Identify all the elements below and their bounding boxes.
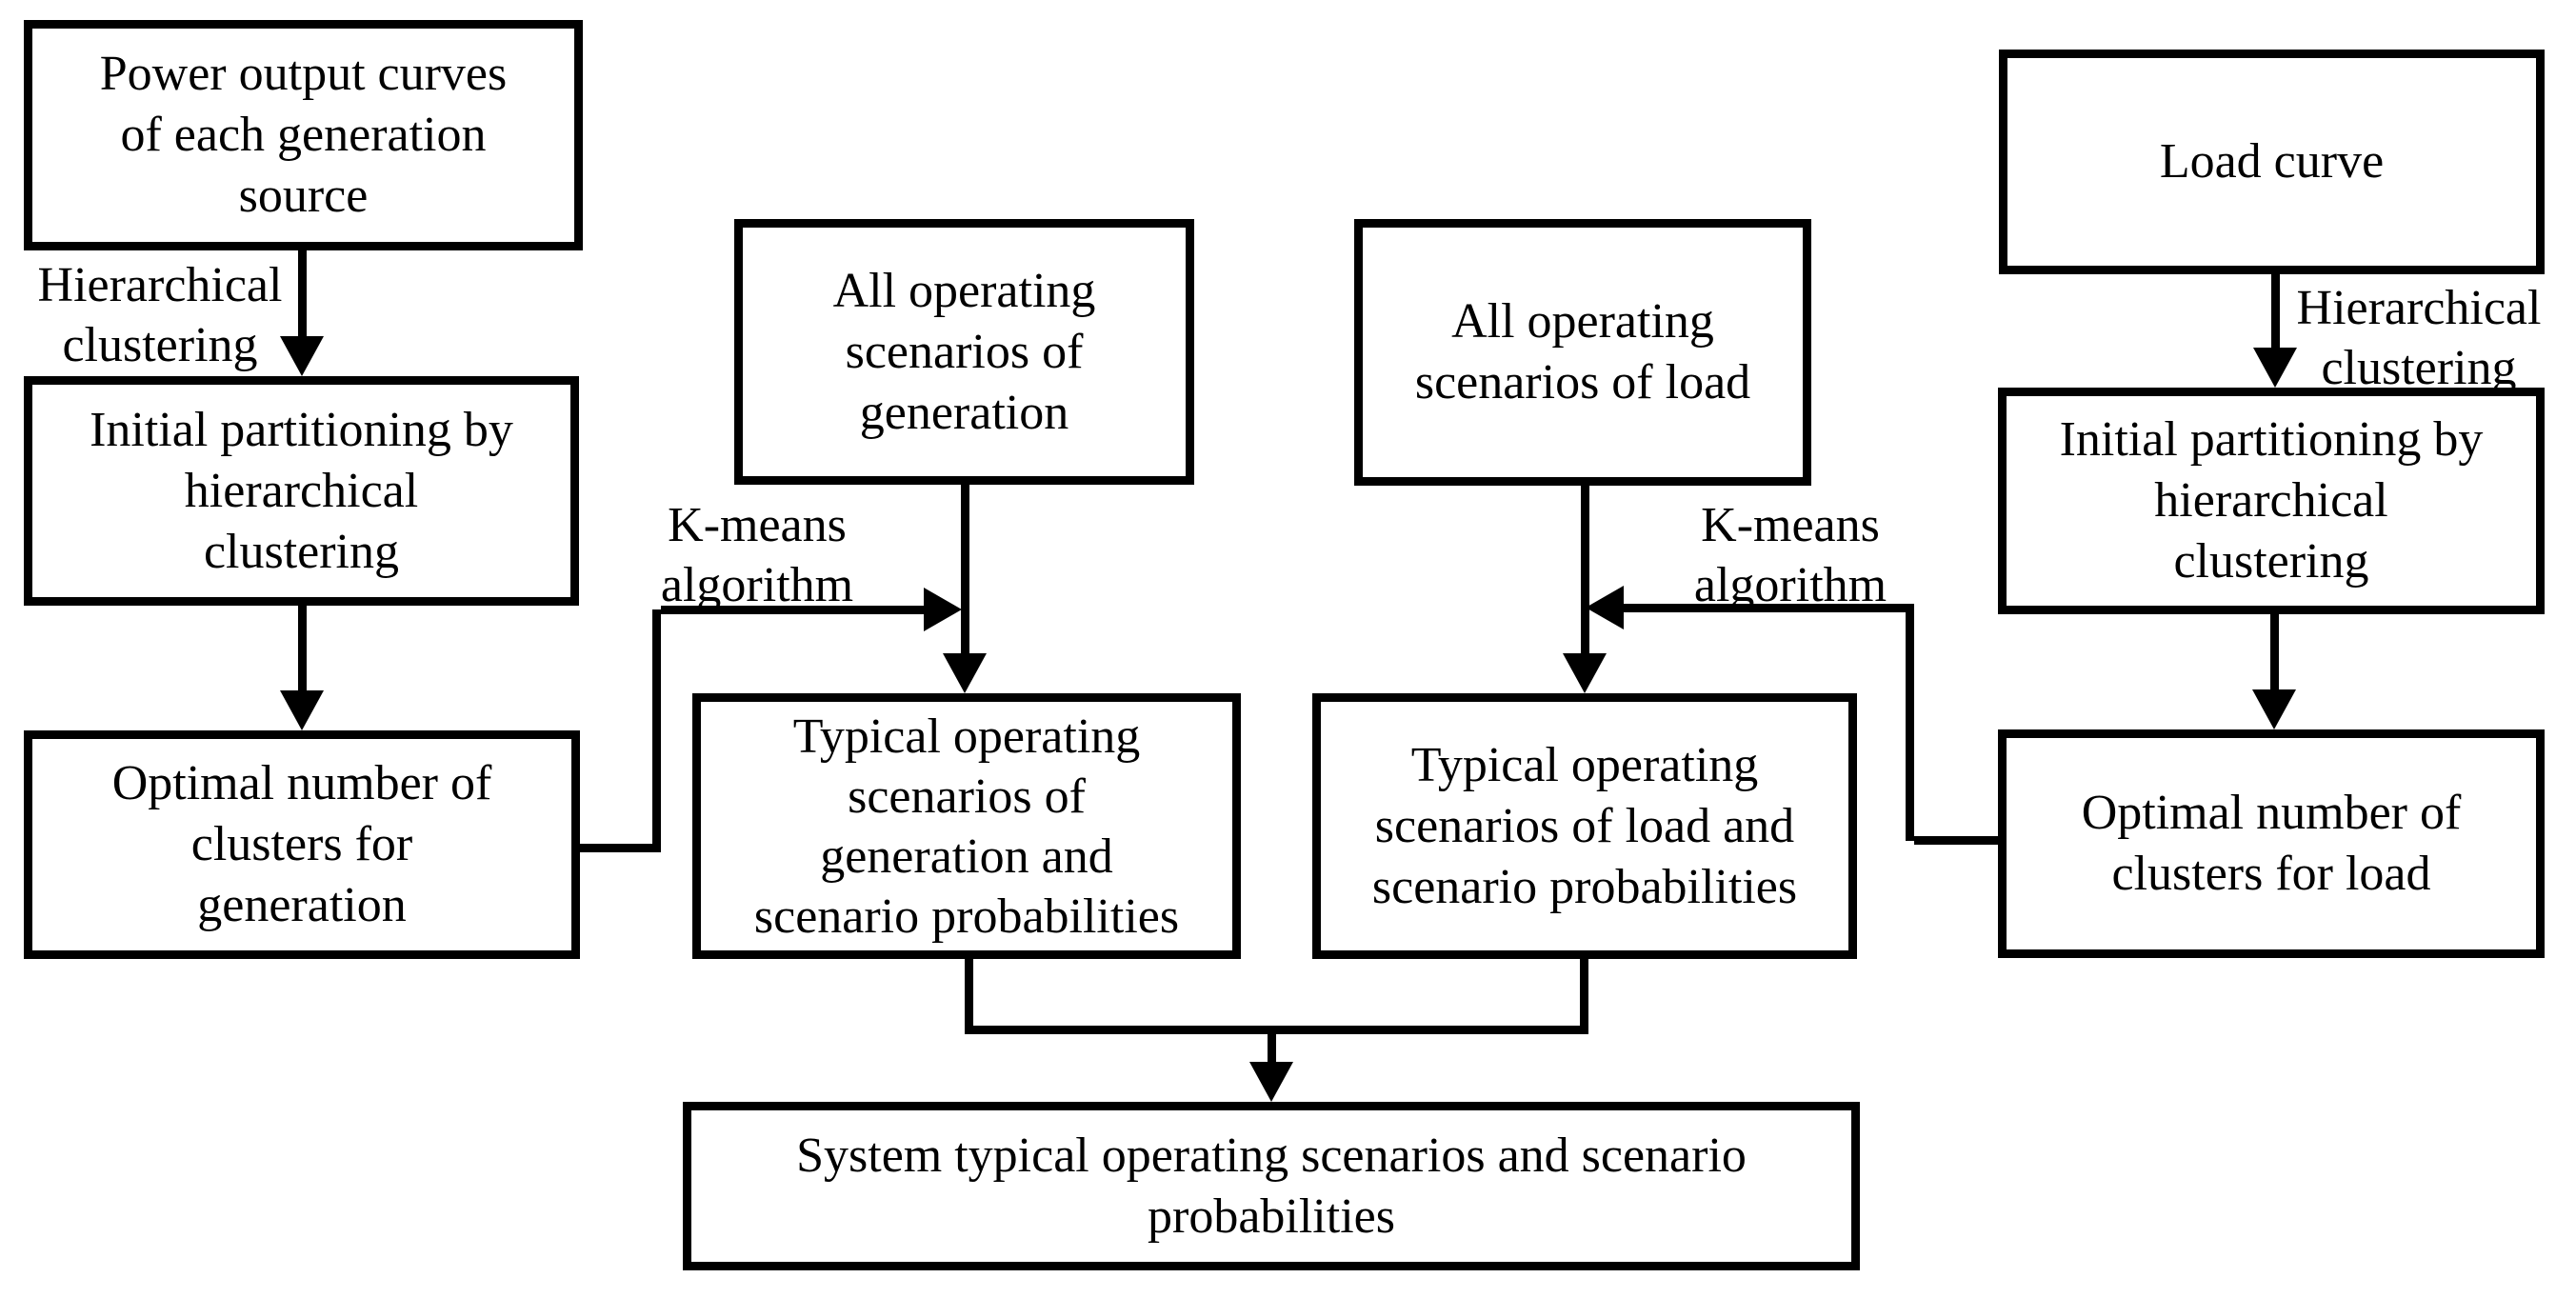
edge-label-hierarchical-clustering-load: Hierarchical clustering (2296, 281, 2542, 395)
arrowhead-load-partition-to-optimal (2252, 689, 2296, 729)
arrowhead-gen-curves-to-partition (280, 336, 324, 376)
connector-gen-partition-to-optimal (298, 606, 307, 696)
connector-typ-gen-down (965, 959, 973, 1034)
connector-gen-optimal-elbow-h1 (580, 844, 661, 852)
box-initial-partitioning-generation: Initial partitioning by hierarchical clu… (24, 376, 579, 606)
box-typical-scenarios-load: Typical operating scenarios of load and … (1312, 693, 1857, 959)
connector-bus-to-system (1268, 1026, 1276, 1068)
box-system-typical-scenarios: System typical operating scenarios and s… (683, 1102, 1860, 1270)
connector-load-curve-to-partition (2271, 274, 2280, 351)
box-all-scenarios-load: All operating scenarios of load (1354, 219, 1811, 486)
connector-kmeans-load-shaft (1624, 604, 1914, 612)
arrowhead-kmeans-load (1586, 586, 1624, 629)
connector-gen-optimal-elbow-v (652, 609, 661, 852)
edge-label-kmeans-load: K-means algorithm (1693, 498, 1887, 612)
edge-label-kmeans-generation: K-means algorithm (660, 498, 854, 612)
edge-label-hierarchical-clustering-generation: Hierarchical clustering (37, 258, 283, 372)
arrowhead-bus-to-system (1249, 1062, 1293, 1102)
connector-typ-load-down (1580, 959, 1588, 1034)
box-optimal-clusters-load: Optimal number of clusters for load (1998, 729, 2545, 958)
box-all-scenarios-generation: All operating scenarios of generation (734, 219, 1194, 485)
connector-load-optimal-elbow-h1 (1914, 836, 1998, 845)
box-typical-scenarios-generation: Typical operating scenarios of generatio… (692, 693, 1241, 959)
box-initial-partitioning-load: Initial partitioning by hierarchical clu… (1998, 388, 2545, 614)
arrowhead-all-gen-to-typical (943, 653, 987, 693)
box-optimal-clusters-generation: Optimal number of clusters for generatio… (24, 730, 580, 959)
connector-all-load-to-typical (1581, 486, 1589, 657)
connector-load-optimal-elbow-v (1906, 608, 1914, 841)
connector-all-gen-to-typical (961, 485, 969, 657)
connector-merge-bus (965, 1026, 1588, 1034)
box-power-output-curves: Power output curves of each generation s… (24, 20, 583, 250)
arrowhead-gen-partition-to-optimal (280, 690, 324, 730)
connector-kmeans-gen-shaft (661, 606, 926, 614)
box-load-curve: Load curve (1999, 50, 2545, 274)
connector-gen-curves-to-partition (298, 250, 307, 342)
arrowhead-kmeans-gen (924, 588, 962, 631)
arrowhead-all-load-to-typical (1563, 653, 1607, 693)
connector-load-partition-to-optimal (2270, 614, 2279, 693)
arrowhead-load-curve-to-partition (2253, 348, 2297, 388)
